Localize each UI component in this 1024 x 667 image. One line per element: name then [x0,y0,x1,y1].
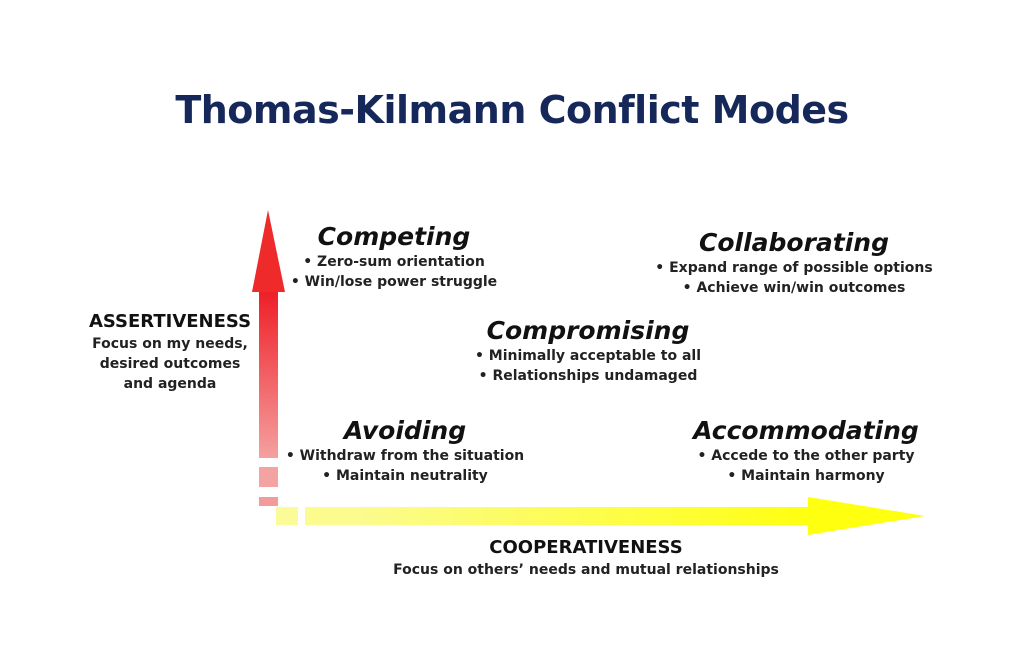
assertiveness-label: ASSERTIVENESS Focus on my needs, desired… [70,310,270,394]
assertiveness-desc-line: and agenda [123,376,217,392]
diagram-title: Thomas-Kilmann Conflict Modes [175,88,849,132]
mode-name: Avoiding [343,416,467,445]
assertiveness-desc-line: Focus on my needs, [92,336,248,352]
mode-collaborating: Collaborating • Expand range of possible… [644,228,944,298]
mode-name: Accommodating [693,416,919,445]
mode-name: Compromising [486,316,690,345]
mode-bullet: • Achieve win/win outcomes [682,280,906,296]
mode-bullet: • Maintain harmony [727,468,885,484]
mode-bullet: • Win/lose power struggle [290,274,498,290]
cooperativeness-arrow [276,497,925,535]
mode-bullet: • Minimally acceptable to all [474,348,702,364]
mode-bullet: • Withdraw from the situation [285,448,525,464]
cooperativeness-desc: Focus on others’ needs and mutual relati… [393,562,779,578]
cooperativeness-heading: COOPERATIVENESS [489,537,683,558]
cooperativeness-label: COOPERATIVENESS Focus on others’ needs a… [336,536,836,580]
mode-competing: Competing • Zero-sum orientation • Win/l… [274,222,514,292]
mode-avoiding: Avoiding • Withdraw from the situation •… [272,416,538,486]
mode-bullet: • Accede to the other party [697,448,915,464]
mode-bullet: • Zero-sum orientation [303,254,485,270]
mode-compromising: Compromising • Minimally acceptable to a… [448,316,728,386]
mode-name: Collaborating [698,228,889,257]
assertiveness-heading: ASSERTIVENESS [88,311,252,332]
mode-name: Competing [317,222,471,251]
assertiveness-desc-line: desired outcomes [99,356,241,372]
mode-bullet: • Relationships undamaged [478,368,698,384]
mode-bullet: • Expand range of possible options [655,260,933,276]
mode-bullet: • Maintain neutrality [322,468,488,484]
mode-accommodating: Accommodating • Accede to the other part… [668,416,944,486]
assertiveness-arrow [252,210,285,506]
